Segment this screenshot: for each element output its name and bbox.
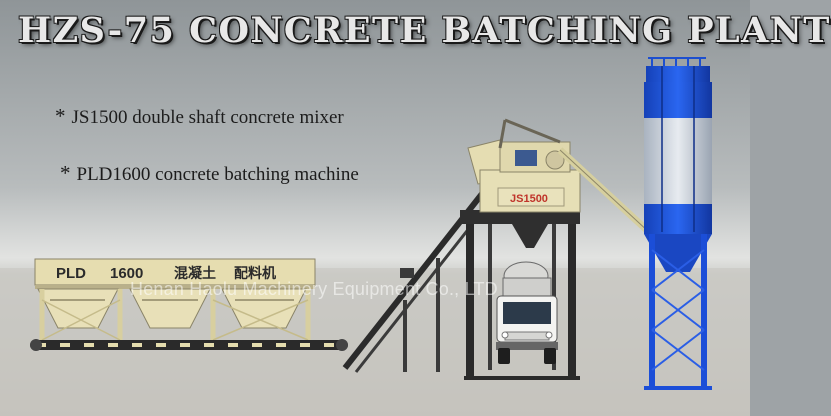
batcher-label-cn-batcher: 配料机	[234, 265, 276, 281]
page-title: HZS-75 CONCRETE BATCHING PLANT	[18, 10, 831, 51]
plant-illustration: PLD 1600 混凝土 配料机	[0, 0, 750, 416]
pld1600-batcher: PLD 1600 混凝土 配料机	[30, 258, 348, 351]
cement-silo	[644, 57, 712, 390]
feature-text-mixer: JS1500 double shaft concrete mixer	[71, 107, 344, 128]
star-icon: *	[55, 104, 66, 128]
company-watermark: Henan Haolu Machinery Equipment Co., LTD	[130, 279, 498, 299]
js1500-mixer: JS1500	[467, 118, 581, 213]
mixer-label: JS1500	[510, 193, 548, 205]
batcher-label-model: 1600	[110, 265, 143, 282]
batcher-label-cn-concrete: 混凝土	[174, 265, 216, 281]
mixer-truck	[496, 261, 558, 364]
feature-bullet-mixer: *JS1500 double shaft concrete mixer	[55, 104, 344, 129]
feature-bullet-batcher: *PLD1600 concrete batching machine	[60, 161, 359, 186]
star-icon: *	[60, 161, 71, 185]
feature-text-batcher: PLD1600 concrete batching machine	[76, 164, 359, 185]
batcher-label-pld: PLD	[56, 265, 86, 282]
